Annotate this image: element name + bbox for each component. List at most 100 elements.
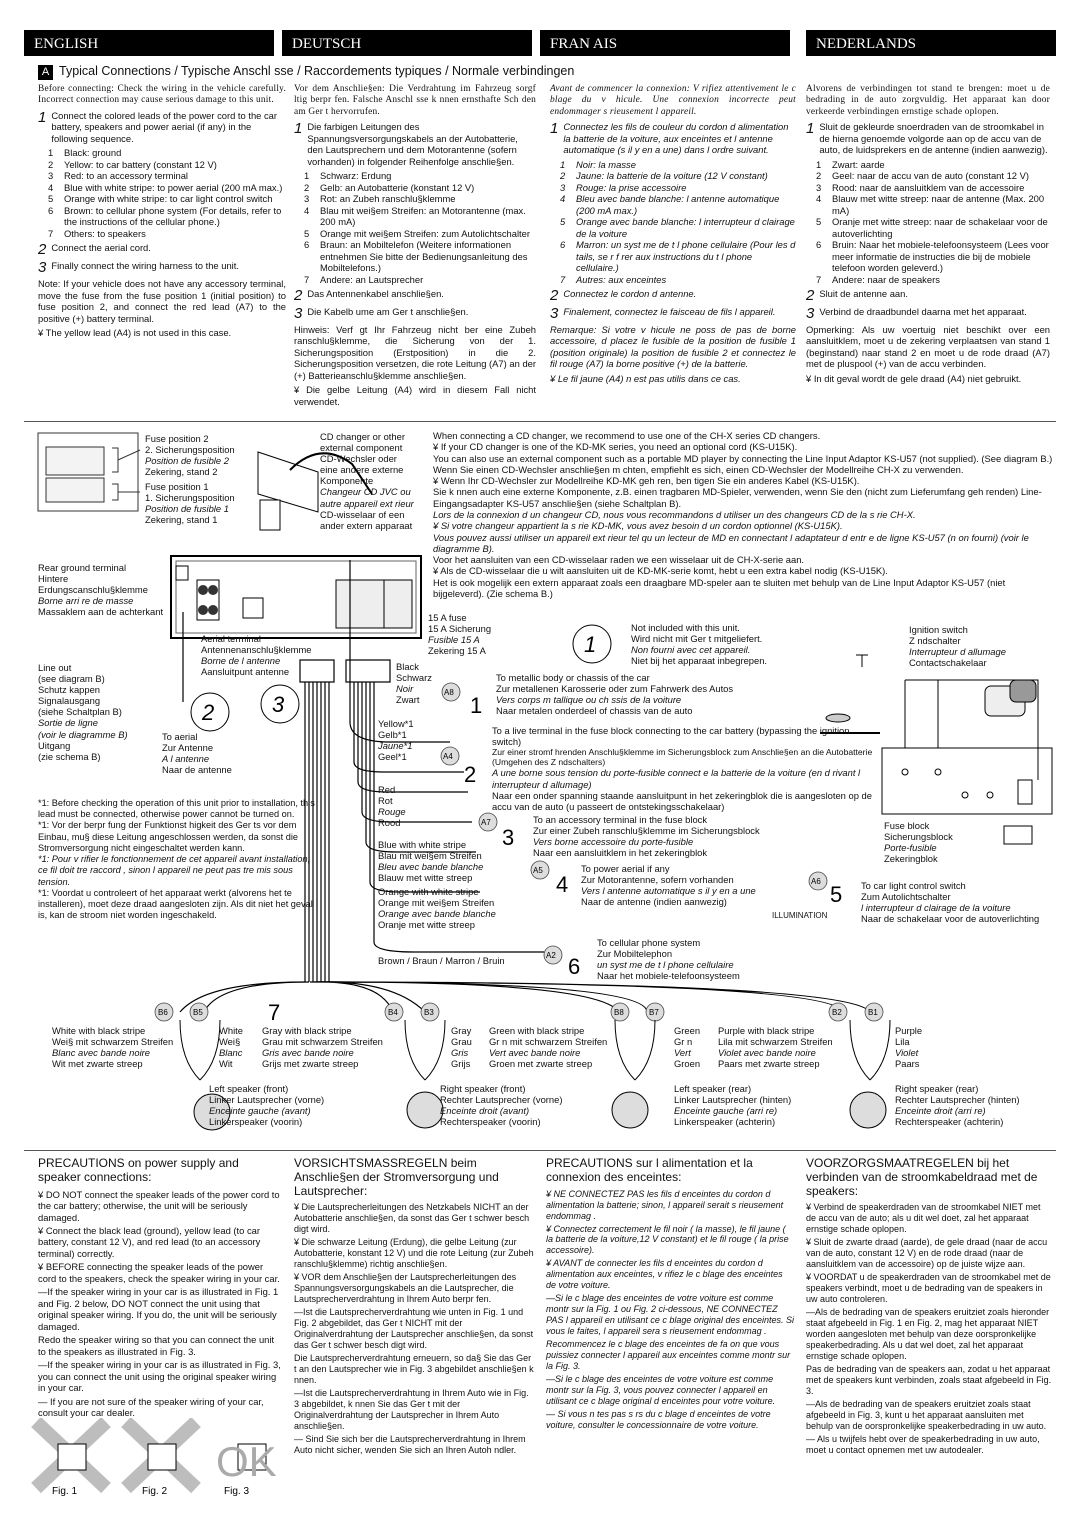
intro-text: Avant de commencer la connexion: V rifie… [550,84,796,117]
note-bullet: ¥ The yellow lead (A4) is not used in th… [38,326,232,338]
deutsch-column: Vor dem Anschlie§en: Die Verdrahtung im … [294,84,536,410]
svg-text:2: 2 [464,762,476,787]
precautions-francais: PRECAUTIONS sur l alimentation et la con… [546,1156,794,1430]
section-letter: A [38,65,53,80]
tab-francais: FRAN AIS [540,30,790,56]
yellow-wire-destination: To a live terminal in the fuse block con… [492,725,873,812]
svg-text:B8: B8 [614,1008,624,1017]
precautions-english: PRECAUTIONS on power supply and speaker … [38,1156,281,1419]
svg-text:1: 1 [470,693,482,718]
fuse-connector-icon [37,432,141,512]
svg-text:B3: B3 [424,1008,434,1017]
head-unit-icon [170,555,422,639]
divider [24,421,1056,422]
ok-mark: OK [216,1438,277,1485]
svg-text:1: 1 [584,632,596,657]
note-bullet: ¥ In dit geval wordt de gele draad (A4) … [806,372,1022,384]
precautions-title: PRECAUTIONS on power supply and speaker … [38,1156,239,1184]
svg-text:6: 6 [568,954,580,979]
screw-icon [820,654,880,734]
step-numbers: 2 3 1 7 1 2 3 4 5 6 [190,624,842,1025]
speaker-label: Left speaker (rear)Linker Lautsprecher (… [674,1083,792,1128]
tag-label: A8 [444,688,454,697]
svg-text:B5: B5 [193,1008,203,1017]
svg-text:B7: B7 [649,1008,659,1017]
note-bullet: ¥ Die gelbe Leitung (A4) wird in diesem … [294,384,536,407]
note-text: Opmerking: Als uw voertuig niet beschikt… [806,323,1050,370]
precautions-title: PRECAUTIONS sur l alimentation et la con… [546,1156,753,1184]
not-included-label: Not included with this unit.Wird nicht m… [631,622,768,667]
svg-text:5: 5 [830,882,842,907]
svg-text:A5: A5 [533,866,543,875]
fig-label: Fig. 2 [142,1486,167,1497]
svg-text:A4: A4 [443,752,453,761]
ignition-key-icon [984,679,1037,717]
precautions-title: VOORZORGSMAATREGELEN bij het verbinden v… [806,1156,1038,1198]
cd-changer-note: When connecting a CD changer, we recomme… [433,430,1053,599]
svg-text:7: 7 [268,1000,280,1025]
fuse-box-icon [881,679,1053,845]
speaker-lead-tags: B6 B5 B4 B3 B8 B7 B2 B1 [154,1002,884,1022]
svg-text:B1: B1 [868,1008,878,1017]
wire-tags: A8 A4 A7 A5 A6 A2 [440,682,828,965]
note-bullet: ¥ Le fil jaune (A4) n est pas utilis dan… [550,372,741,384]
svg-text:B4: B4 [388,1008,398,1017]
intro-text: Before connecting: Check the wiring in t… [38,84,286,106]
red-wire-destination: To an accessory terminal in the fuse blo… [533,814,760,859]
cd-changer-icon [257,451,373,531]
precautions-deutsch: VORSICHTSMASSREGELN beim Anschlie§en der… [294,1156,536,1458]
svg-text:3: 3 [272,692,285,717]
precautions-title: VORSICHTSMASSREGELN beim Anschlie§en der… [294,1156,499,1198]
speaker-label: Right speaker (front)Rechter Lautspreche… [440,1083,563,1128]
speaker-label: Right speaker (rear)Rechter Lautsprecher… [895,1083,1020,1128]
illumination-label: ILLUMINATION [772,911,828,920]
